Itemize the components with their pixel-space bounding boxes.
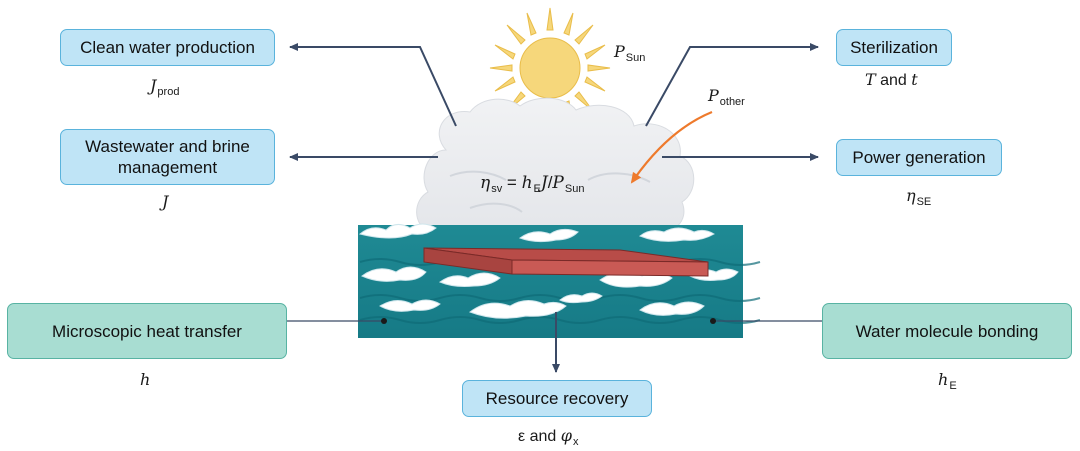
eq-j: J [540, 173, 548, 193]
wastewater-label: Wastewater and brine management [85, 137, 250, 177]
eps-phi-symbol: ε and φx [518, 426, 578, 448]
power-generation-label: Power generation [852, 148, 986, 167]
eq-slash: / [547, 173, 553, 192]
eta-se-sub: SE [916, 196, 932, 208]
clean-water-box: Clean water production [60, 29, 275, 66]
eq-p: P [552, 173, 564, 193]
connector-dot-right [710, 318, 716, 324]
eps-and-word: and [525, 428, 561, 445]
water-surface [358, 223, 761, 338]
p-other-main: P [708, 86, 719, 105]
p-sun-sub: Sun [625, 52, 646, 64]
j-main: J [162, 192, 169, 211]
cloud-icon [416, 97, 695, 234]
sterilization-box: Sterilization [836, 29, 952, 66]
p-sun-symbol: PSun [614, 42, 645, 64]
eq-h: h [521, 173, 533, 193]
j-symbol: J [162, 192, 168, 212]
t-and-word: and [875, 72, 912, 89]
water-bonding-label: Water molecule bonding [855, 321, 1039, 341]
clean-water-label: Clean water production [80, 38, 255, 57]
p-other-sub: other [719, 96, 745, 108]
eq-p-sub: Sun [564, 183, 585, 195]
p-sun-main: P [614, 42, 625, 61]
eq-eta: η [480, 173, 491, 193]
j-prod-sub: prod [157, 86, 180, 98]
eta-se-symbol: ηSE [906, 186, 931, 208]
h-symbol: h [140, 370, 150, 390]
h-e-symbol: hE [938, 370, 957, 392]
efficiency-equation: ηsv = hEJ/PSun [480, 173, 584, 195]
absorber-slab [423, 247, 709, 277]
h-e-sub: E [949, 380, 957, 392]
p-other-symbol: Pother [708, 86, 745, 108]
h-e-main: h [938, 370, 949, 389]
micro-heat-label: Microscopic heat transfer [52, 321, 242, 341]
j-prod-symbol: Jprod [150, 76, 179, 98]
phi: φ [560, 426, 572, 445]
arrow-to-sterilization [645, 43, 819, 127]
t-and-t-symbol: T and t [865, 70, 918, 90]
resource-recovery-box: Resource recovery [462, 380, 652, 417]
resource-recovery-label: Resource recovery [485, 389, 629, 408]
eq-h-sub: E [533, 183, 541, 195]
p-other-arrow [630, 110, 713, 184]
j-prod-main: J [150, 76, 157, 95]
arrow-to-clean-water [289, 43, 457, 127]
t-small: t [911, 70, 918, 89]
water-bonding-box: Water molecule bonding [822, 303, 1072, 359]
eq-eta-sub: sv [491, 183, 503, 195]
wastewater-box: Wastewater and brine management [60, 129, 275, 185]
sterilization-label: Sterilization [850, 38, 938, 57]
connector-dot-left [381, 318, 387, 324]
micro-heat-box: Microscopic heat transfer [7, 303, 287, 359]
t-cap: T [865, 70, 876, 89]
epsilon: ε [518, 428, 526, 445]
phi-sub: x [572, 436, 579, 448]
h-main: h [140, 370, 151, 389]
eq-equals: = [502, 173, 522, 192]
power-generation-box: Power generation [836, 139, 1002, 176]
eta-se-main: η [906, 186, 916, 205]
